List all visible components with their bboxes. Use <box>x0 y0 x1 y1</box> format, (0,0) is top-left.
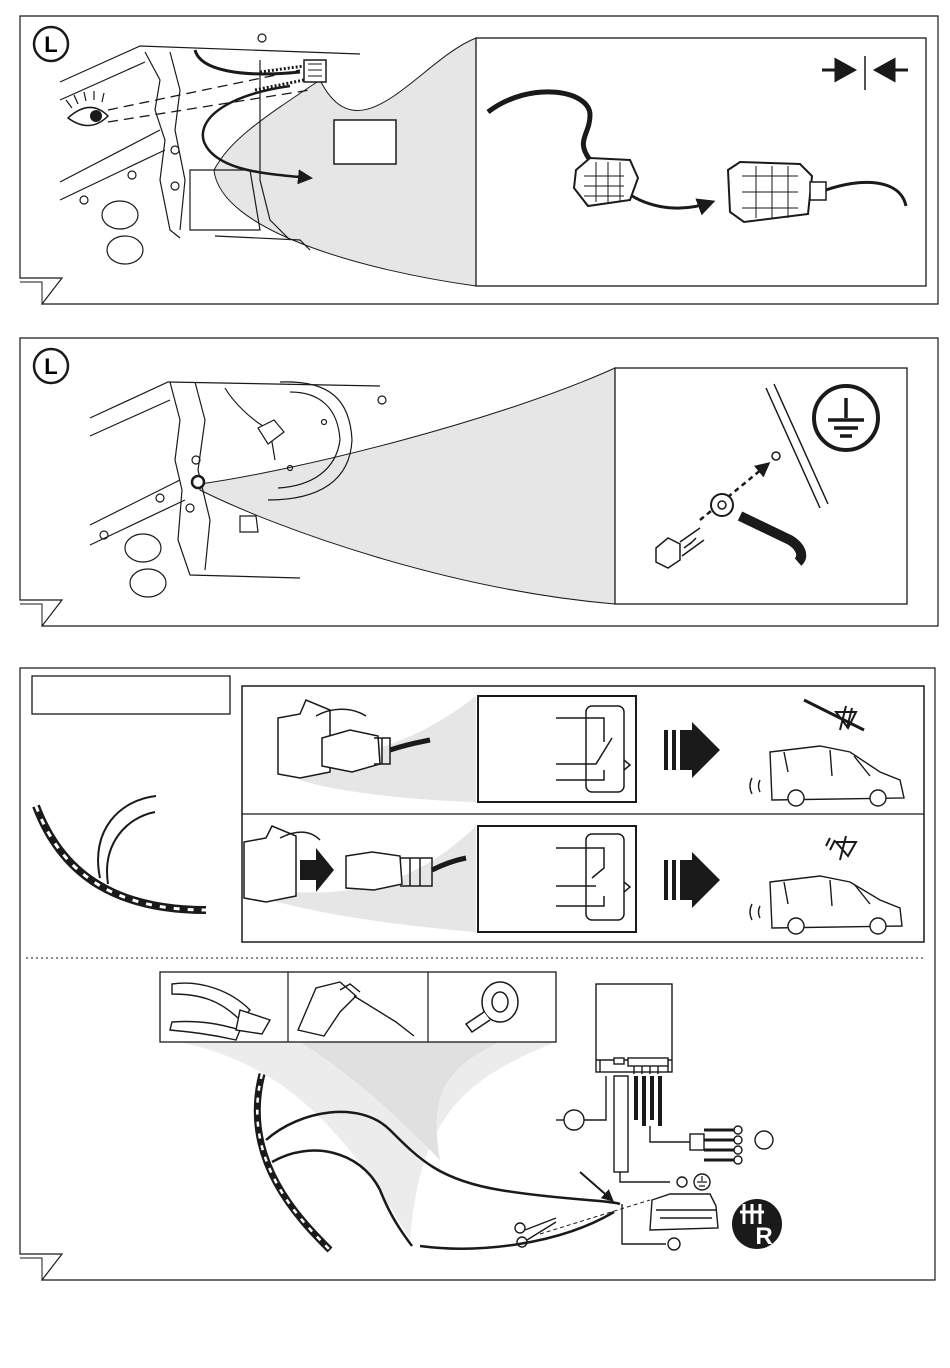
detail-box <box>476 38 926 286</box>
cut-point-arrow <box>580 1172 612 1200</box>
ground-symbol-icon <box>677 1174 710 1190</box>
side-label-text: L <box>44 354 57 379</box>
panel-wiring: R <box>20 668 935 1280</box>
trailer-icon <box>650 1194 718 1230</box>
fuse-block <box>690 1126 773 1164</box>
label-box <box>334 120 396 164</box>
eye-icon <box>66 91 108 126</box>
panel-fold <box>20 604 42 626</box>
control-module <box>596 984 672 1074</box>
vehicle-cable <box>195 50 300 74</box>
relay-box <box>478 696 636 802</box>
panel-fold <box>20 1258 42 1280</box>
ground-symbol-icon <box>814 386 878 450</box>
panel-connector: L <box>20 16 938 304</box>
bulb-icon <box>556 1110 584 1130</box>
side-label-text: L <box>44 32 57 57</box>
trailer-badge-letter: R <box>755 1223 772 1250</box>
cut-line <box>540 1200 650 1234</box>
wire <box>107 812 155 884</box>
side-label: L <box>34 349 68 383</box>
panel-fold <box>20 282 42 304</box>
trailer-badge: R <box>732 1199 782 1250</box>
panel-ground: L <box>20 338 938 626</box>
screw-hole <box>772 452 780 460</box>
ground-point <box>192 476 204 488</box>
connector-plug <box>668 1238 680 1250</box>
side-label: L <box>34 27 68 61</box>
harness-plug <box>574 158 638 206</box>
zoom-cone <box>200 368 615 604</box>
label-box <box>32 676 230 714</box>
relay-box <box>478 826 636 932</box>
